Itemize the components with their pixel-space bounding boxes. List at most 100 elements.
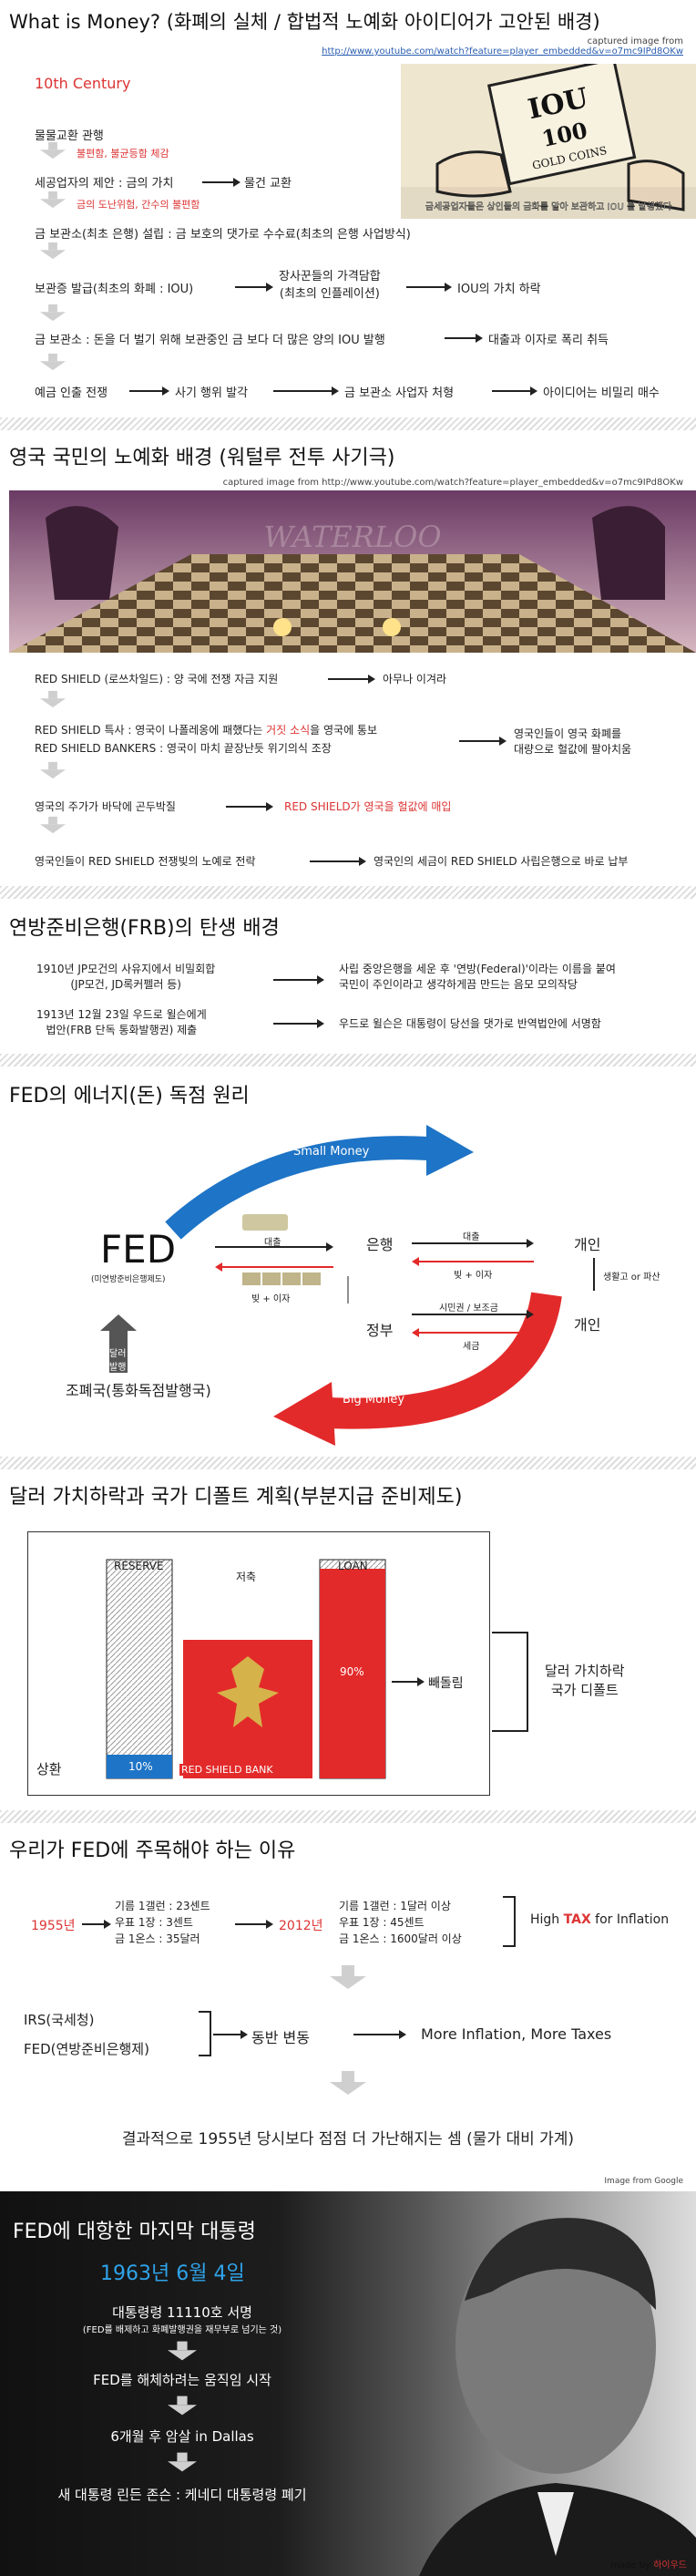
s2-line-bankers: RED SHIELD BANKERS : 영국이 마치 끝장난듯 위기의식 조장 [35,742,332,755]
conclusion-label: 결과적으로 1955년 당시보다 점점 더 가난해지는 셈 (물가 대비 가계) [121,2130,575,2148]
johnson-line: 새 대통령 린든 존슨 : 케네디 대통령령 폐기 [57,2487,307,2503]
list-1955: 기름 1갤런 : 23센트 우표 1장 : 3센트 금 1온스 : 35달러 [115,1898,210,1947]
dissolve-line: FED를 해체하려는 움직임 시작 [93,2372,271,2388]
high-text: High [530,1912,564,1927]
pct90-label: 90% [340,1665,364,1678]
year-1955: 1955년 [31,1919,76,1933]
down-arrow-icon [40,191,66,209]
s3-meeting: 1910년 JP모건의 사유지에서 비밀회합 (JP모건, JD록커펠러 등) [36,961,215,992]
loan-label: LOAN [338,1560,368,1572]
down-arrow-icon [168,2452,197,2472]
section-divider [0,1457,696,1469]
section-divider [0,886,696,899]
s3-sign: 우드로 윌슨은 대통령이 당선을 댓가로 반역법안에 서명함 [339,1017,601,1030]
s1-caption-link[interactable]: http://www.youtube.com/watch?feature=pla… [322,46,683,57]
s1-line-receipt: 보관증 발급(최초의 화폐 : IOU) [35,283,194,296]
section-6-title: 우리가 FED에 주목해야 하는 이유 [9,1839,296,1862]
s1-line-barter: 물물교환 관행 [35,129,104,143]
debt-interest2-label: 빚 + 이자 [454,1271,493,1281]
government-label: 정부 [366,1322,394,1339]
bank-label: RED SHIELD BANK [179,1764,275,1776]
section-4-title: FED의 에너지(돈) 독점 원리 [9,1085,250,1108]
first-inflation-text: (최초의 인플레이션) [279,287,380,301]
fed-agency-label: FED(연방준비은행제) [24,2041,149,2057]
collusion-text: 장사꾼들의 가격담합 [279,270,381,283]
bill-line-2: 법안(FRB 단독 통화발행권) 제출 [46,1024,198,1036]
together-label: 동반 변동 [251,2029,310,2046]
right-arrow-icon [273,1019,324,1028]
s7-title: FED에 대항한 마지막 대통령 [13,2221,256,2243]
result-line-2: 국가 디폴트 [550,1682,619,1698]
dollar-issue-label: 달러 발행 [109,1345,126,1373]
s2-line-tax: 영국인의 세금이 RED SHIELD 사립은행으로 바로 납부 [374,855,629,868]
s1-line-vault: 금 보관소(최초 은행) 설립 : 금 보호의 댓가로 수수료(최초의 은행 사… [35,228,411,242]
right-arrow-icon [328,675,375,684]
dollar-issue-line-2: 발행 [109,1363,127,1373]
s2-line-funding: RED SHIELD (로쓰차일드) : 양 국에 전쟁 자금 지원 [35,673,279,685]
right-arrow-icon [459,737,507,746]
list-2012-item: 우표 1장 : 45센트 [339,1916,425,1929]
s3-bill: 1913년 12월 23일 우드로 윌슨에게 법안(FRB 단독 통화발행권) … [36,1006,207,1037]
list-2012-item: 금 1온스 : 1600달러 이상 [339,1932,462,1945]
reserve-label: RESERVE [114,1560,164,1572]
double-arrow-icon [202,178,241,187]
section-3-title: 연방준비은행(FRB)의 탄생 배경 [9,917,280,940]
sell-line-1: 영국인들이 영국 화폐를 [514,727,622,740]
right-arrow-icon [82,1920,111,1929]
date-label: 1963년 6월 4일 [100,2262,245,2285]
fed-diagram: Small Money Big Money FED (미연방준비은행제도) 대출… [0,1112,696,1449]
agencies: IRS(국세청) FED(연방준비은행제) [24,2005,149,2064]
section-divider [0,1810,696,1823]
s2-caption: captured image from http://www.youtube.c… [222,478,683,488]
s2-line-envoy: RED SHIELD 특사 : 영국이 나폴레옹에 패했다는 거짓 소식을 영국… [35,722,377,737]
down-arrow-icon [40,761,66,779]
century-label: 10th Century [35,75,131,92]
s1-caption-label: captured image from [587,36,683,46]
year-2012: 2012년 [279,1919,323,1933]
bill-line-1: 1913년 12월 23일 우드로 윌슨에게 [36,1008,207,1021]
bracket-shape [503,1896,516,1947]
fed-sub-label: (미연방준비은행제도) [91,1275,166,1284]
meeting-line-2: (JP모건, JD록커펠러 등) [70,978,181,991]
dollar-issue-line-1: 달러 [109,1349,127,1359]
s1-caption: captured image from http://www.youtube.c… [322,36,683,57]
s2-line-buy: RED SHIELD가 영국을 헐값에 매입 [284,800,452,813]
down-arrow-icon [330,1965,366,1989]
s1-line-inconvenience: 불편함, 불균등함 체감 [77,148,169,160]
right-arrow-icon [310,857,366,866]
right-arrow-icon [353,2030,406,2039]
right-arrow-icon [392,1677,425,1686]
list-2012-item: 기름 1갤런 : 1달러 이상 [339,1900,451,1912]
right-arrow-icon [273,975,324,984]
down-arrow-icon [40,242,66,260]
made-by-label: made by 하이우드 [610,2557,687,2571]
list-1955-item: 우표 1장 : 3센트 [115,1916,193,1929]
section-2-title: 영국 국민의 노예화 배경 (워털루 전투 사기극) [9,447,395,469]
pct10-label: 10% [128,1760,153,1773]
tax-label: 세금 [463,1342,480,1352]
executive-order-sub: (FED를 배제하고 화폐발행권을 재무부로 넘기는 것) [82,2325,282,2335]
false-news-text: 거짓 소식 [266,724,311,737]
meeting-line-1: 1910년 JP모건의 사유지에서 비밀회합 [36,963,216,975]
small-money-label: Small Money [293,1145,370,1159]
assassination-line: 6개월 후 암살 in Dallas [110,2428,254,2445]
down-arrow-icon [40,690,66,708]
right-arrow-icon [492,386,537,396]
high-tax-label: High TAX for Inflation [530,1912,669,1927]
list-1955-item: 기름 1갤런 : 23센트 [115,1900,210,1912]
executive-order: 대통령령 11110호 서명 (FED를 배제하고 화폐발행권을 재무부로 넘기… [0,2303,364,2335]
s1-line-overissue: 금 보관소 : 돈을 더 벌기 위해 보관중인 금 보다 더 많은 양의 IOU… [35,334,385,347]
s1-line-proposal: 세공업자의 제안 : 금의 가치 [35,177,174,191]
s2-line-anyone: 아무나 이겨라 [383,673,447,685]
bracket-shape [199,2011,211,2056]
list-2012: 기름 1갤런 : 1달러 이상 우표 1장 : 45센트 금 1온스 : 160… [339,1898,462,1947]
waterloo-banner: WATERLOO [263,520,441,554]
debt-interest-label: 빚 + 이자 [251,1294,291,1304]
s1-line-execution: 금 보관소 사업자 처형 [344,386,455,400]
list-1955-item: 금 1온스 : 35달러 [115,1932,200,1945]
s1-line-iou-drop: IOU의 가치 하락 [457,283,541,296]
loan2-label: 대출 [463,1232,480,1242]
down-arrow-icon [168,2396,197,2416]
right-arrow-icon [235,1920,273,1929]
individual-label-2: 개인 [574,1316,601,1334]
